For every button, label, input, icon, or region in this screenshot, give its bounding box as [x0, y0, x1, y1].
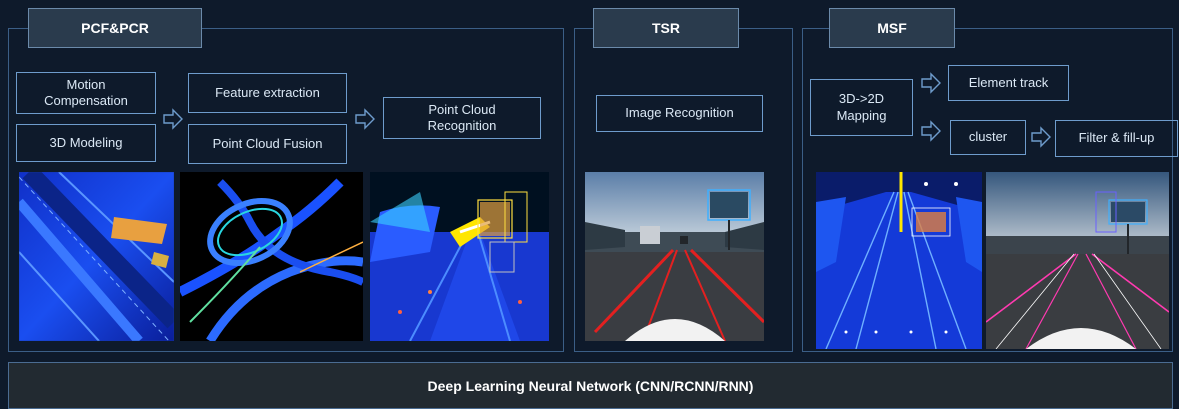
tsr-title: TSR — [593, 8, 739, 48]
msf-title: MSF — [829, 8, 955, 48]
msf-fused-road-image — [986, 172, 1169, 349]
3d-to-2d-mapping-box: 3D->2D Mapping — [810, 79, 913, 136]
element-track-box: Element track — [948, 65, 1069, 101]
right-arrow-icon — [355, 108, 375, 130]
point-cloud-fusion-box: Point Cloud Fusion — [188, 124, 347, 164]
point-cloud-recognition-box: Point Cloud Recognition — [383, 97, 541, 139]
pcf-pcr-panel — [8, 28, 564, 352]
msf-panel — [802, 28, 1173, 352]
point-cloud-recognition-image — [370, 172, 549, 341]
3d-modeling-box: 3D Modeling — [16, 124, 156, 162]
right-arrow-icon — [163, 108, 183, 130]
point-cloud-road-image — [19, 172, 174, 341]
motion-compensation-box: Motion Compensation — [16, 72, 156, 114]
point-cloud-interchange-image — [180, 172, 363, 341]
pcf-pcr-title: PCF&PCR — [28, 8, 202, 48]
traffic-sign-road-image — [585, 172, 764, 341]
deep-learning-footer-bar: Deep Learning Neural Network (CNN/RCNN/R… — [8, 362, 1173, 409]
feature-extraction-box: Feature extraction — [188, 73, 347, 113]
right-arrow-icon — [1031, 126, 1051, 148]
image-recognition-box: Image Recognition — [596, 95, 763, 132]
right-arrow-icon — [921, 72, 941, 94]
footer-label: Deep Learning Neural Network (CNN/RCNN/R… — [427, 377, 754, 394]
filter-fill-up-box: Filter & fill-up — [1055, 120, 1178, 157]
msf-point-cloud-image — [816, 172, 982, 349]
cluster-box: cluster — [950, 120, 1026, 155]
right-arrow-icon — [921, 120, 941, 142]
